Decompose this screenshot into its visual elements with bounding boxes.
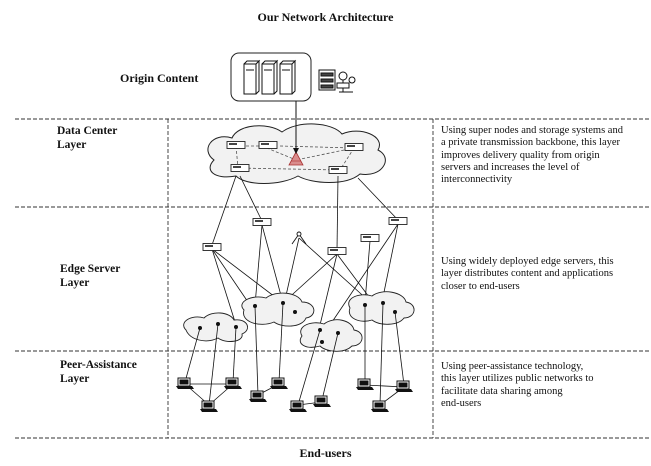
peer-layer-label: Peer-Assistance Layer: [60, 358, 137, 386]
origin-content-group: [230, 52, 356, 102]
cloud-icon: [299, 319, 363, 352]
peer-links: [184, 302, 405, 406]
description-line: interconnectivity: [441, 174, 513, 186]
edge-layer-label: Edge Server Layer: [60, 262, 120, 290]
edge-layer-description: Using widely deployed edge servers, this…: [441, 256, 651, 293]
layer-dividers: [15, 118, 650, 439]
router-icon: [202, 217, 408, 255]
description-line: facilitate data sharing among: [441, 385, 563, 397]
datacenter-layer-label: Data Center Layer: [57, 124, 117, 152]
layer-name-line2: Layer: [60, 373, 90, 385]
description-line: a private transmission backbone, this la…: [441, 137, 621, 149]
datacenter-layer-description: Using super nodes and storage systems an…: [441, 125, 651, 186]
layer-name-line1: Peer-Assistance: [60, 359, 137, 371]
peer-clouds: [183, 291, 415, 352]
datacenter-cloud: [207, 101, 386, 184]
storage-device-icon: [318, 69, 356, 93]
layer-name-line1: Data Center: [57, 125, 118, 137]
description-line: end-users: [441, 397, 482, 409]
edge-antenna: [291, 231, 307, 245]
description-line: closer to end-users: [441, 280, 520, 292]
description-line: this layer utilizes public networks to: [441, 373, 594, 385]
antenna-icon: [288, 151, 304, 166]
cloud-icon: [348, 291, 415, 325]
description-line: layer distributes content and applicatio…: [441, 268, 614, 280]
cloud-icon: [241, 292, 315, 327]
description-line: Using super nodes and storage systems an…: [441, 125, 623, 136]
origin-content-label: Origin Content: [120, 71, 199, 85]
layer-name-line1: Edge Server: [60, 263, 121, 275]
layer-name-line2: Layer: [60, 277, 90, 289]
end-users-label: End-users: [299, 446, 352, 460]
layer-name-line2: Layer: [57, 139, 87, 151]
cloud-icon: [183, 312, 248, 342]
description-line: Using widely deployed edge servers, this: [441, 256, 614, 267]
description-line: Using peer-assistance technology,: [441, 361, 584, 372]
edge-links: [211, 175, 399, 326]
description-line: servers and increases the level of: [441, 161, 580, 173]
diagram-title: Our Network Architecture: [257, 10, 394, 24]
server-rack-icon: [243, 59, 297, 95]
peer-layer-description: Using peer-assistance technology, this l…: [441, 361, 651, 410]
description-line: improves delivery quality from origin: [441, 149, 600, 161]
